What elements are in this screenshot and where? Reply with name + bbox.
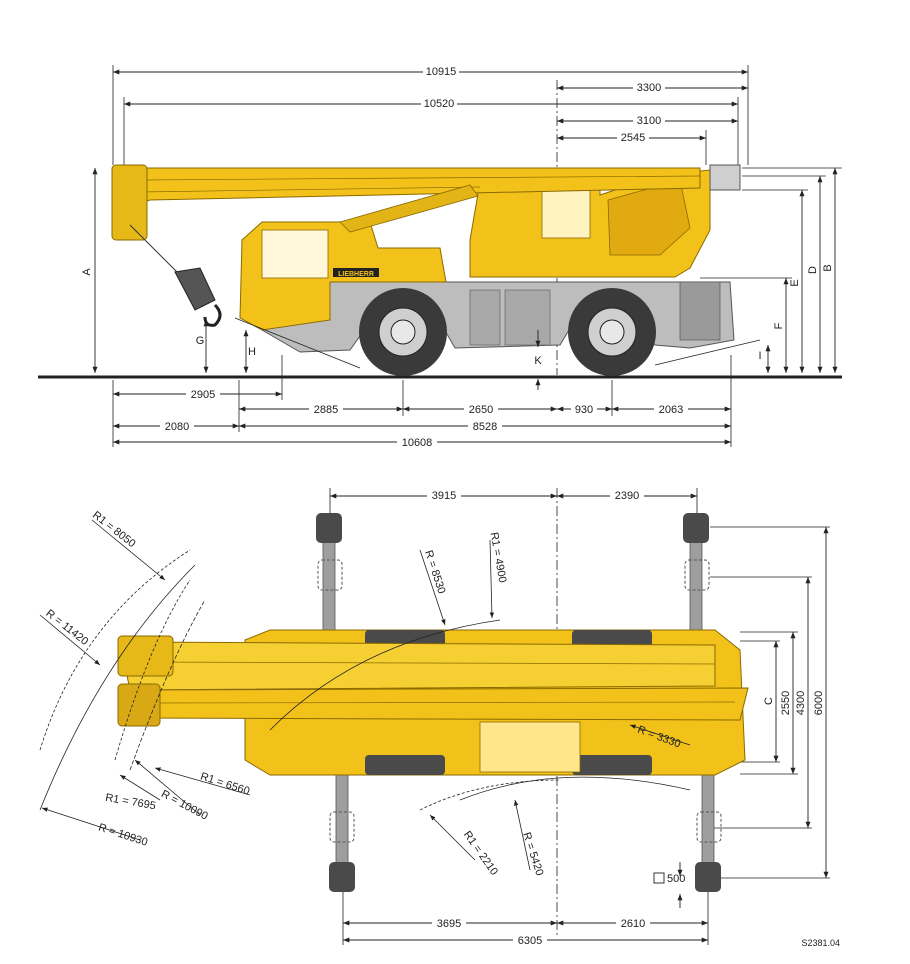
dim-rear-overhang: 2063 (659, 404, 683, 416)
tire-top-rear (572, 630, 652, 648)
label-h: H (248, 346, 256, 358)
dim-carrier-length: 8528 (473, 421, 497, 433)
radius-r1-8050: R1 = 8050 (90, 509, 138, 550)
label-b: B (822, 264, 834, 271)
dim-outrigger-front: 3915 (432, 490, 456, 502)
dim-pad-size: 500 (667, 873, 685, 885)
label-d: D (807, 266, 819, 274)
top-boom-lower (119, 687, 749, 721)
label-g: G (196, 335, 205, 347)
dim-width-4300: 4300 (795, 691, 807, 715)
radius-r1-2210: R1 = 2210 (461, 829, 500, 878)
pad-square-symbol (653, 872, 665, 884)
dim-center-to-rear-axle: 930 (575, 404, 593, 416)
luffing-cylinder (339, 184, 479, 233)
front-wheel (359, 288, 447, 376)
radius-r-8530: R = 8530 (422, 549, 447, 595)
radius-r-5420: R = 5420 (520, 831, 545, 877)
top-boom-upper (119, 641, 716, 691)
top-hook-block (117, 683, 161, 727)
label-i: I (758, 350, 761, 362)
label-a: A (81, 268, 93, 276)
dim-axle-to-center: 2650 (469, 404, 493, 416)
dim-outrigger-front-bottom: 3695 (437, 918, 461, 930)
tire-bottom-rear (572, 755, 652, 775)
dim-rear-overhang-1: 3300 (637, 82, 661, 94)
outriggers (316, 513, 722, 892)
dim-rear-overhang-2: 3100 (637, 115, 661, 127)
dim-boom-overhang: 2080 (165, 421, 189, 433)
radius-r-10090: R = 10090 (159, 788, 210, 823)
hook-block (174, 267, 216, 311)
rear-wheel (568, 288, 656, 376)
boom-head (111, 164, 148, 241)
hook (203, 303, 222, 327)
brand-logo: LIEBHERR (338, 271, 374, 278)
dim-outrigger-rear: 2390 (615, 490, 639, 502)
top-extension-lines (329, 488, 830, 945)
radius-r1-7695: R1 = 7695 (104, 792, 156, 813)
side-height-dimensions (92, 168, 838, 390)
top-view: 3915 2390 3695 2610 6305 C 2550 4300 600… (39, 488, 830, 947)
dim-total-transport-length: 10608 (402, 437, 433, 449)
side-height-extension-lines (700, 167, 842, 279)
label-f: F (773, 322, 785, 329)
dim-width-6000: 6000 (813, 691, 825, 715)
drawing-code: S2381.04 (801, 938, 840, 948)
side-bottom-dimensions (113, 391, 731, 445)
swing-radius-arcs (39, 549, 691, 811)
dim-front-overhang: 2905 (191, 389, 215, 401)
dim-boom-length: 10520 (424, 98, 455, 110)
side-view: 10915 10520 3300 3100 2545 LIEBHERR (38, 64, 842, 449)
dim-outrigger-base-length: 6305 (518, 935, 542, 947)
side-crane-body: LIEBHERR (111, 164, 761, 376)
radius-r-10930: R = 10930 (97, 822, 149, 849)
dim-rear-overhang-3: 2545 (621, 132, 645, 144)
radius-leader-lines (39, 519, 691, 871)
radius-r-11420: R = 11420 (43, 607, 90, 647)
top-boom-head (117, 635, 174, 677)
label-e: E (789, 279, 801, 286)
dim-width-2550: 2550 (780, 691, 792, 715)
tire-bottom-front (365, 755, 445, 775)
label-c: C (763, 697, 775, 705)
dim-outrigger-rear-bottom: 2610 (621, 918, 645, 930)
counterweight (709, 164, 741, 191)
dim-overall-length: 10915 (426, 66, 457, 78)
radius-r1-6560: R1 = 6560 (199, 771, 251, 798)
label-k: K (534, 355, 542, 367)
dim-front-axle: 2885 (314, 404, 338, 416)
